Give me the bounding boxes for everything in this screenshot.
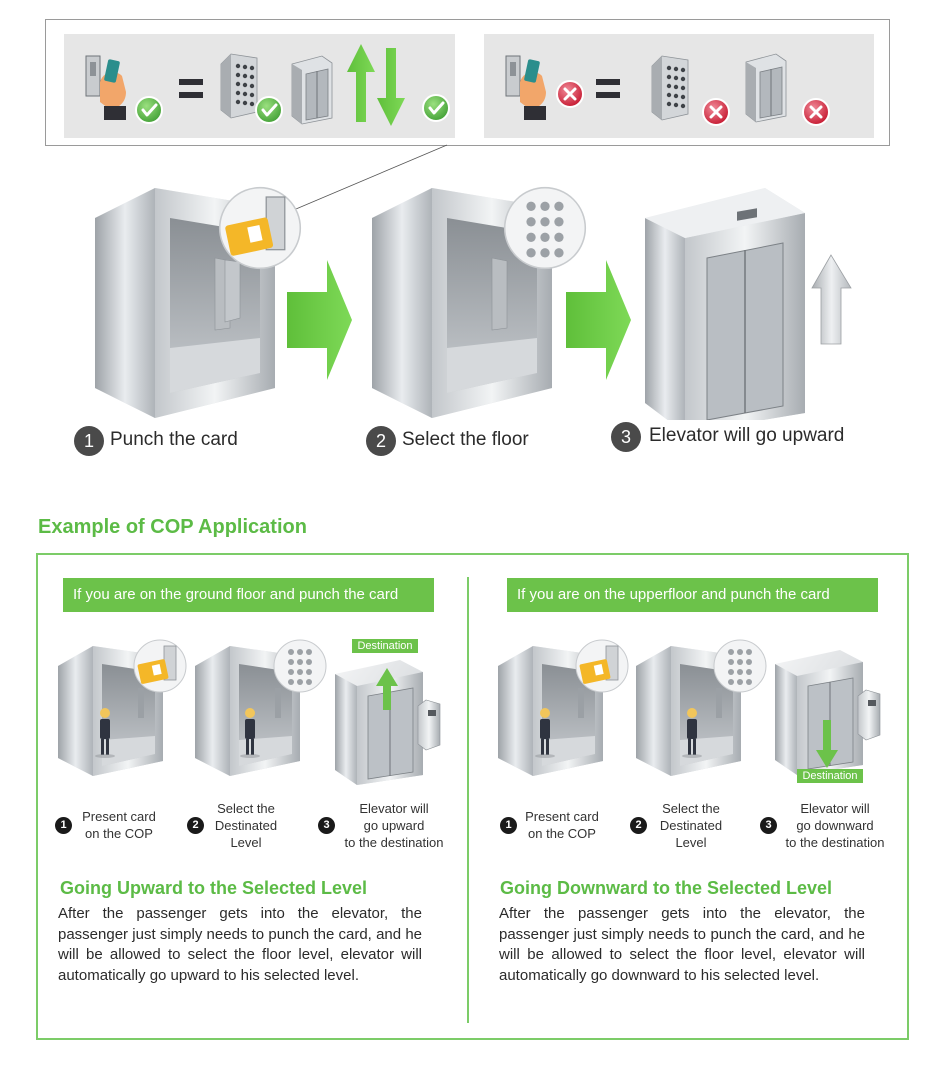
left-mini-step-3-number: 3 [318,817,335,834]
green-arrow-2 [566,260,631,380]
equals-icon [596,79,620,98]
destination-label-down: Destination [797,769,863,783]
step-2-number: 2 [366,426,396,456]
equals-icon [179,79,203,98]
elevator-icon [745,53,787,123]
step-1-number: 1 [74,426,104,456]
wall-panel [857,689,881,741]
left-heading: Going Upward to the Selected Level [60,878,368,898]
card-hand-icon [85,55,127,121]
left-closed-car [334,659,424,786]
green-arrow-1 [287,260,352,380]
wall-panel [417,699,441,751]
column-divider [467,577,469,1023]
left-paragraph: After the passenger gets into the elevat… [58,905,422,984]
down-arrow-icon [816,720,838,768]
step-1-label: Punch the card [110,429,238,450]
up-arrow-icon [376,668,398,710]
keypad-zoom-circle [273,639,327,693]
right-closed-car [774,649,864,776]
up-down-arrows-icon [347,44,405,126]
check-icon [134,95,164,125]
step-3-label: Elevator will go upward [649,425,845,446]
left-mini-step-1-number: 1 [55,817,72,834]
card-hand-icon [505,55,547,121]
left-mini-step-1-text: Present card on the COP [82,809,156,841]
cross-icon [701,97,731,127]
right-paragraph: After the passenger gets into the elevat… [499,905,865,984]
keypad-icon [651,55,689,121]
main-illustration [94,144,852,420]
right-banner: If you are on the upperfloor and punch t… [507,578,878,612]
left-mini-step-3-text: Elevator will go upward to the destinati… [344,801,444,850]
step-3-number: 3 [611,422,641,452]
right-mini-step-2-text: Select the Destinated Level [659,801,723,850]
right-mini-step-1-text: Present card on the COP [525,809,599,841]
cross-icon [555,79,585,109]
up-arrow-icon [811,254,852,345]
left-banner: If you are on the ground floor and punch… [63,578,434,612]
right-mini-step-2-number: 2 [630,817,647,834]
destination-label-up: Destination [352,639,418,653]
step-2-label: Select the floor [402,429,529,450]
example-box [36,553,909,1040]
legend-denied-panel [484,34,874,138]
legend-authorized-panel [64,34,455,138]
right-illustration [498,639,881,776]
card-zoom-circle [133,639,187,693]
left-illustration [58,639,441,786]
check-icon [421,93,451,123]
card-zoom-circle [575,639,629,693]
keypad-zoom-circle [503,186,587,270]
open-elevator-1 [94,187,276,419]
right-mini-step-1-number: 1 [500,817,517,834]
cross-icon [801,97,831,127]
right-mini-step-3-number: 3 [760,817,777,834]
access-legend [45,19,890,146]
right-heading: Going Downward to the Selected Level [500,878,833,898]
check-icon [254,95,284,125]
left-mini-step-2-text: Select the Destinated Level [214,801,278,850]
card-zoom-circle [218,186,302,270]
elevator-icon [291,55,333,125]
left-mini-step-2-number: 2 [187,817,204,834]
right-mini-step-3-text: Elevator will go downward to the destina… [785,801,885,850]
section-heading: Example of COP Application [38,516,307,538]
keypad-icon [220,53,258,119]
closed-elevator [644,187,806,420]
keypad-zoom-circle [713,639,767,693]
